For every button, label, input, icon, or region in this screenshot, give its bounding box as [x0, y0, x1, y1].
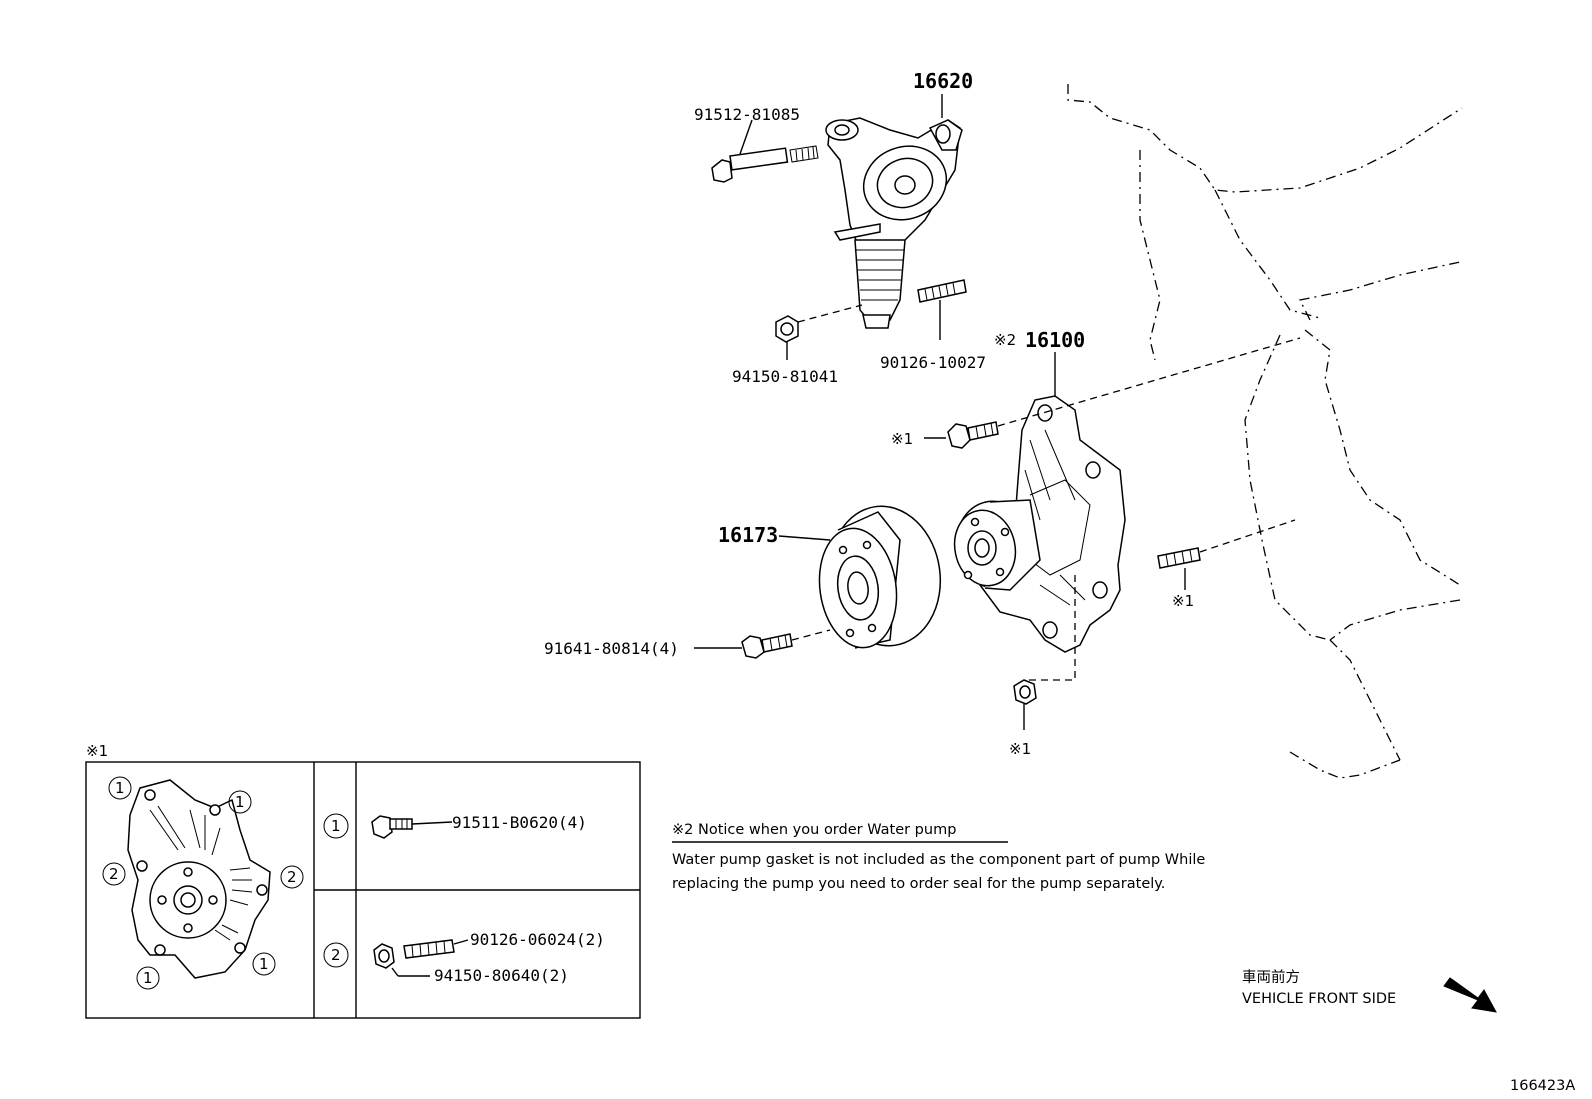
inset-pump-drawing — [127, 779, 271, 979]
callout-16100: 16100 — [1025, 328, 1085, 352]
row2-part-90126-06024: 90126-06024(2) — [470, 930, 605, 949]
callout-94150-81041: 94150-81041 — [732, 367, 838, 386]
row2-circle — [323, 942, 349, 968]
callout-pump-stud-mark: ※1 — [1172, 592, 1194, 610]
pump-nut — [1013, 679, 1037, 705]
row1-part-91511-B0620: 91511-B0620(4) — [452, 813, 587, 832]
circle-num: 2 — [109, 865, 119, 883]
pump-bolt — [947, 421, 999, 449]
belt-tensioner — [825, 117, 963, 329]
notice-line-2: replacing the pump you need to order sea… — [672, 876, 1165, 892]
row2-stud-nut-drawing — [373, 939, 455, 969]
tensioner-stud-90126-10027 — [917, 279, 967, 303]
callout-16173: 16173 — [718, 523, 778, 547]
callout-pump-bolt-mark: ※1 — [891, 430, 913, 448]
pump-stud — [1157, 547, 1201, 569]
tensioner-nut-94150-81041 — [775, 315, 799, 343]
direction-jp: 車両前方 — [1242, 969, 1300, 986]
water-pump — [953, 395, 1126, 653]
row2-part-94150-80640: 94150-80640(2) — [434, 966, 569, 985]
engine-block-outline — [1067, 84, 1463, 779]
leader-lines — [694, 94, 1301, 730]
pump-pulley — [818, 505, 942, 649]
tensioner-bolt-91512-81085 — [711, 145, 819, 183]
callout-pump-nut-mark: ※1 — [1009, 740, 1031, 758]
row1-num: 1 — [331, 817, 341, 835]
circle-num: 2 — [287, 868, 297, 886]
inset-table — [85, 761, 641, 1019]
row2-num: 2 — [331, 946, 341, 964]
callout-pump-note-mark: ※2 — [994, 331, 1016, 349]
circle-num: 1 — [143, 969, 153, 987]
pulley-bolt-91641-80814 — [741, 633, 793, 659]
callout-91512-81085: 91512-81085 — [694, 105, 800, 124]
row1-circle — [323, 813, 349, 839]
notice-title: ※2 Notice when you order Water pump — [672, 822, 956, 838]
inset-mark: ※1 — [86, 742, 108, 760]
direction-en: VEHICLE FRONT SIDE — [1242, 991, 1396, 1007]
inset-callout-circles: 1 1 2 2 1 1 — [102, 776, 304, 990]
circle-num: 1 — [115, 779, 125, 797]
callout-90126-10027: 90126-10027 — [880, 353, 986, 372]
callout-91641-80814: 91641-80814(4) — [544, 639, 679, 658]
row1-bolt-drawing — [371, 815, 413, 839]
notice-line-1: Water pump gasket is not included as the… — [672, 852, 1205, 868]
circle-num: 1 — [259, 955, 269, 973]
circle-num: 1 — [235, 793, 245, 811]
callout-16620: 16620 — [913, 69, 973, 93]
front-direction-arrow-icon — [1443, 977, 1497, 1013]
figure-id: 166423A — [1510, 1078, 1575, 1094]
